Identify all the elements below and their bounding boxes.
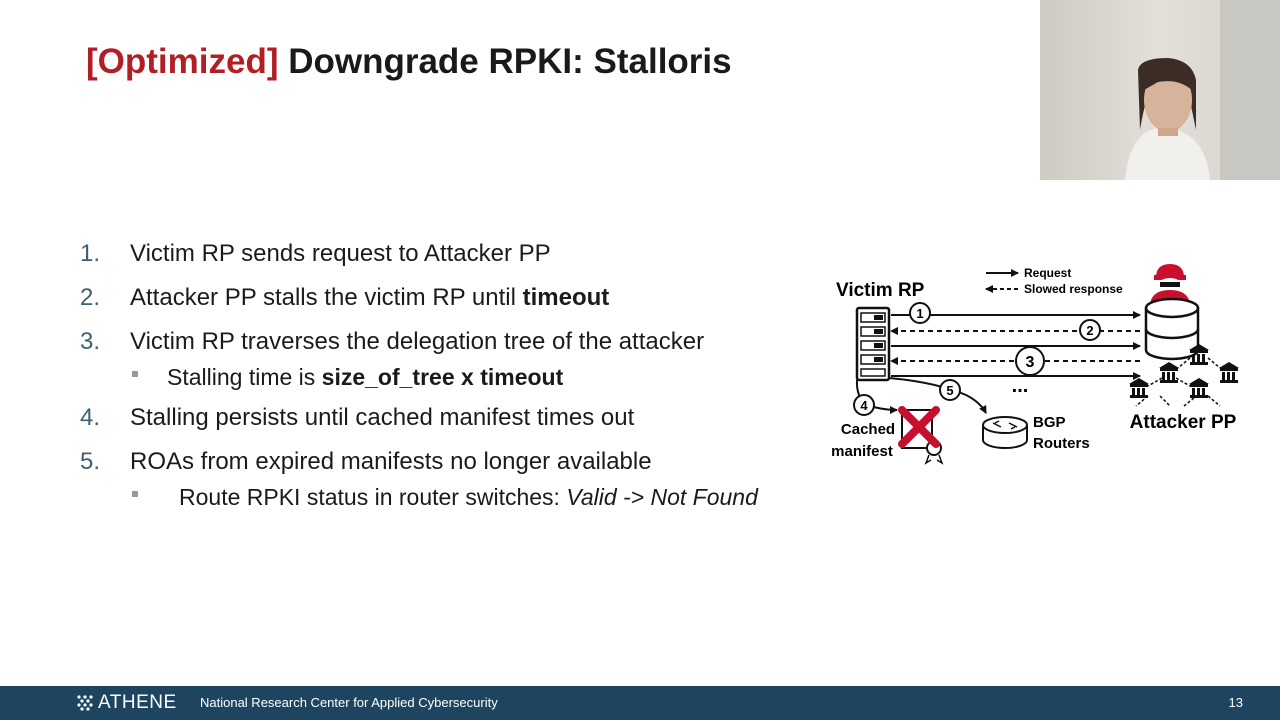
square-bullet-icon <box>132 491 138 497</box>
router-icon <box>982 416 1028 449</box>
sub-text-bold: size_of_tree x timeout <box>321 364 564 390</box>
stalloris-diagram: Request Slowed response Victim RP 1 2 3 … <box>831 264 1239 465</box>
sub-list-item: Stalling time is size_of_tree x timeout <box>80 362 840 398</box>
page-number: 13 <box>1228 695 1243 710</box>
hacker-icon <box>1150 264 1190 304</box>
list-item: 5. ROAs from expired manifests no longer… <box>80 446 840 490</box>
bgp-update-arrow <box>888 377 987 414</box>
footer-org-name: National Research Center for Applied Cyb… <box>200 695 498 710</box>
ellipsis-label: ... <box>1012 375 1029 397</box>
list-item: 4. Stalling persists until cached manife… <box>80 402 840 446</box>
red-cross-icon <box>898 406 940 448</box>
sub-text-plain: Route RPKI status in router switches: <box>179 484 567 510</box>
manifest-label: manifest <box>831 443 893 460</box>
routers-label: Routers <box>1033 435 1090 452</box>
list-number: 5. <box>80 448 101 475</box>
sub-list-text: Stalling time is size_of_tree x timeout <box>167 362 563 392</box>
presenter-video-image <box>1040 0 1280 180</box>
legend-request-label: Request <box>1024 266 1071 280</box>
square-bullet-icon <box>132 371 138 377</box>
list-item: 2. Attacker PP stalls the victim RP unti… <box>80 282 840 326</box>
step-1-label: 1 <box>916 306 923 321</box>
step-5-label: 5 <box>946 383 953 398</box>
sub-list-item: Route RPKI status in router switches: Va… <box>80 482 840 518</box>
athene-logo-icon <box>77 695 93 711</box>
list-number: 2. <box>80 284 101 311</box>
title-main: Downgrade RPKI: Stalloris <box>278 42 732 81</box>
server-rack-icon <box>855 306 891 382</box>
list-text: Victim RP traverses the delegation tree … <box>130 328 705 355</box>
bullet-list: 1. Victim RP sends request to Attacker P… <box>80 238 840 522</box>
list-number: 3. <box>80 328 101 355</box>
list-item: 1. Victim RP sends request to Attacker P… <box>80 238 840 282</box>
athene-logo-text: ATHENE <box>98 692 177 713</box>
list-number: 1. <box>80 240 101 267</box>
list-text: ROAs from expired manifests no longer av… <box>130 448 652 475</box>
list-text: Victim RP sends request to Attacker PP <box>130 240 551 267</box>
list-text: Stalling persists until cached manifest … <box>130 404 635 431</box>
step-1-marker: 1 <box>909 302 931 324</box>
list-text: Attacker PP stalls the victim RP until t… <box>130 282 609 314</box>
step-2-marker: 2 <box>1079 319 1101 341</box>
sub-list-text: Route RPKI status in router switches: Va… <box>179 482 758 512</box>
cached-label: Cached <box>841 421 895 438</box>
sub-text-italic: Valid -> Not Found <box>566 484 758 510</box>
footer-bar: ATHENE National Research Center for Appl… <box>0 686 1280 720</box>
legend-slowed-label: Slowed response <box>1024 282 1123 296</box>
presenter-webcam <box>1040 0 1280 180</box>
step-4-marker: 4 <box>853 394 875 416</box>
list-text-bold: timeout <box>522 284 610 311</box>
victim-rp-label: Victim RP <box>836 280 925 301</box>
list-item: 3. Victim RP traverses the delegation tr… <box>80 326 840 370</box>
title-tag: [Optimized] <box>86 42 279 81</box>
step-3-label: 3 <box>1026 354 1035 371</box>
step-5-marker: 5 <box>939 379 961 401</box>
slide-title: [Optimized] Downgrade RPKI: Stalloris <box>86 42 732 82</box>
delegation-tree-icon <box>1129 344 1239 407</box>
step-3-marker: 3 <box>1015 346 1045 376</box>
bgp-label: BGP <box>1033 414 1066 431</box>
database-icon <box>1144 297 1200 361</box>
list-text-plain: Attacker PP stalls the victim RP until <box>130 284 523 311</box>
step-4-label: 4 <box>860 398 868 413</box>
sub-text-plain: Stalling time is <box>167 364 322 390</box>
list-number: 4. <box>80 404 101 431</box>
attacker-pp-label: Attacker PP <box>1130 412 1237 433</box>
step-2-label: 2 <box>1086 323 1093 338</box>
